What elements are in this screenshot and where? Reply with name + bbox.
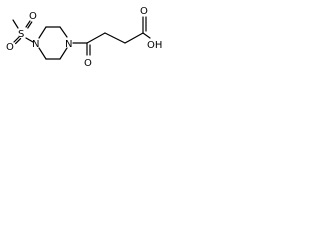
atom-o-left: O xyxy=(6,42,14,53)
atom-o-ketone: O xyxy=(84,58,92,69)
bond-chain-3 xyxy=(124,32,144,44)
bond-ring-3 xyxy=(59,26,68,38)
bond-methyl-s xyxy=(12,19,19,29)
bond-ring-4 xyxy=(59,47,68,60)
bond-s-o-left-1 xyxy=(13,36,20,43)
bond-acid-oh xyxy=(142,32,151,39)
structure-diagram: O S O N N O O OH xyxy=(0,0,170,90)
bond-s-o-left-2 xyxy=(15,37,22,45)
atom-oh-acid: OH xyxy=(147,40,162,51)
atom-s: S xyxy=(18,29,24,40)
molecule-svg: O S O N N O O OH xyxy=(6,6,162,69)
atom-o-top: O xyxy=(29,11,37,22)
atom-n-amide: N xyxy=(65,39,72,50)
bond-chain-2 xyxy=(104,32,126,44)
atom-o-acid: O xyxy=(140,6,148,17)
bond-s-n xyxy=(25,37,34,43)
bond-s-o-top-2 xyxy=(27,21,33,29)
atom-n-sulfonyl: N xyxy=(32,39,39,50)
bond-ring-6 xyxy=(38,47,47,60)
bond-s-o-top-1 xyxy=(25,20,31,28)
bond-ring-1 xyxy=(38,26,47,39)
bond-chain-1 xyxy=(86,32,106,44)
